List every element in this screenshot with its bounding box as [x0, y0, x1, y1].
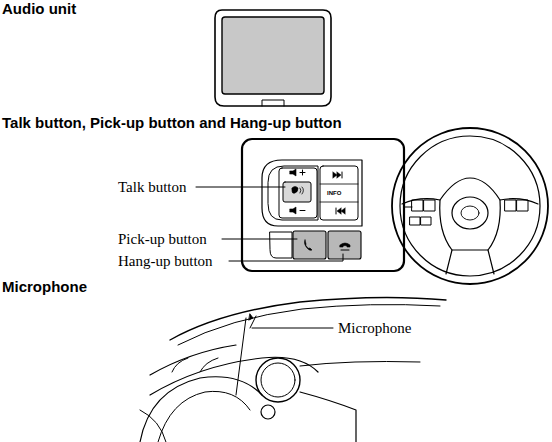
cabin-illustration	[140, 297, 446, 442]
callout-label: Hang-up button	[118, 253, 213, 270]
section-heading: Audio unit	[2, 0, 76, 17]
callout-label: Pick-up button	[118, 231, 207, 248]
button-text: INFO	[327, 190, 341, 197]
callout-label: Microphone	[338, 320, 411, 337]
steering-wheel	[392, 128, 548, 284]
section-heading: Talk button, Pick-up button and Hang-up …	[2, 114, 342, 131]
callout-label: Talk button	[118, 179, 187, 196]
audio-unit	[215, 10, 331, 106]
button-inset	[242, 139, 404, 271]
section-heading: Microphone	[2, 278, 87, 295]
